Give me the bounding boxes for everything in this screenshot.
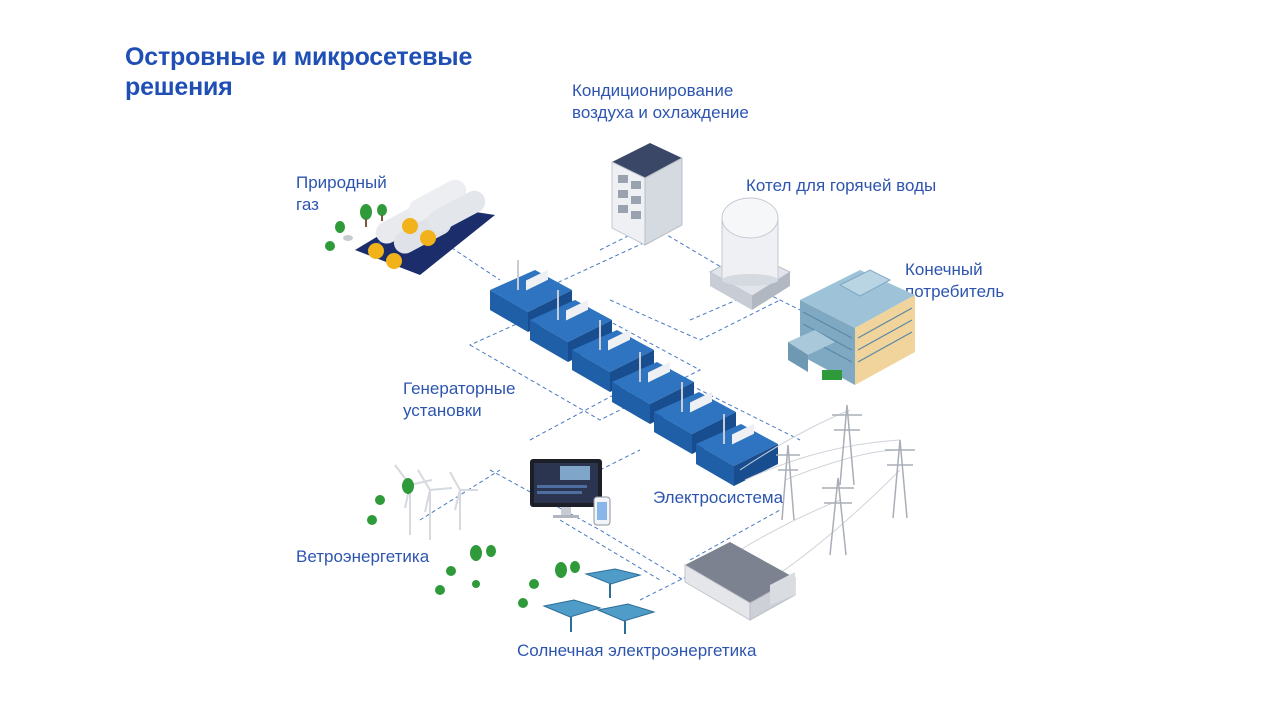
label-generators-line-1: Генераторные <box>403 379 516 398</box>
substation-building <box>684 542 796 621</box>
trees-wind-area <box>367 478 496 595</box>
gas-tank-3 <box>402 179 467 234</box>
label-generators: Генераторные установки <box>403 378 515 422</box>
label-natural-gas-line-2: газ <box>296 195 319 214</box>
label-air-conditioning-line-1: Кондиционирование <box>572 81 734 100</box>
wind-turbine-3 <box>449 471 478 530</box>
label-solar: Солнечная электроэнергетика <box>517 640 756 662</box>
page-title: Островные и микросетевые решения <box>125 42 545 102</box>
label-wind: Ветроэнергетика <box>296 546 429 568</box>
label-end-consumer-line-1: Конечный <box>905 260 983 279</box>
gas-tank-4 <box>420 190 486 246</box>
power-grid <box>739 404 915 581</box>
label-generators-line-2: установки <box>403 401 482 420</box>
label-end-consumer: Конечный потребитель <box>905 259 1004 303</box>
solar-panel-1 <box>584 568 642 598</box>
trees-gas-area <box>325 204 387 251</box>
generator-unit-1 <box>490 260 572 332</box>
natural-gas-storage <box>355 179 495 275</box>
generator-unit-3 <box>572 320 654 392</box>
power-tower-2 <box>832 404 862 486</box>
power-tower-3 <box>885 439 915 519</box>
wind-turbines <box>394 464 478 540</box>
label-natural-gas-line-1: Природный <box>296 173 387 192</box>
solar-panels <box>542 568 656 634</box>
wind-turbine-1 <box>394 464 433 535</box>
wind-turbine-2 <box>417 469 453 540</box>
solar-panel-3 <box>596 603 656 634</box>
air-conditioning-unit <box>611 143 683 246</box>
label-end-consumer-line-2: потребитель <box>905 282 1005 301</box>
label-power-system: Электросистема <box>653 487 783 509</box>
hot-water-boiler <box>708 197 792 310</box>
solar-panel-2 <box>542 599 602 632</box>
label-natural-gas: Природный газ <box>296 172 387 216</box>
label-air-conditioning-line-2: воздуха и охлаждение <box>572 103 749 122</box>
trees-solar-area <box>518 561 580 608</box>
monitoring-workstation <box>530 459 611 526</box>
power-tower-4 <box>822 477 854 556</box>
generator-sets <box>490 260 778 486</box>
label-wind-line-1: Ветроэнергетика <box>296 547 430 566</box>
page-title-line-1: Островные и микросетевые <box>125 43 473 71</box>
label-power-system-line-1: Электросистема <box>653 488 784 507</box>
label-air-conditioning: Кондиционирование воздуха и охлаждение <box>572 80 749 124</box>
label-boiler: Котел для горячей воды <box>746 175 936 197</box>
generator-unit-6 <box>696 414 778 486</box>
label-boiler-line-1: Котел для горячей воды <box>746 176 937 195</box>
label-solar-line-1: Солнечная электроэнергетика <box>517 641 757 660</box>
power-tower-1 <box>776 444 800 521</box>
consumer-building <box>788 269 915 385</box>
page-title-line-2: решения <box>125 73 233 101</box>
